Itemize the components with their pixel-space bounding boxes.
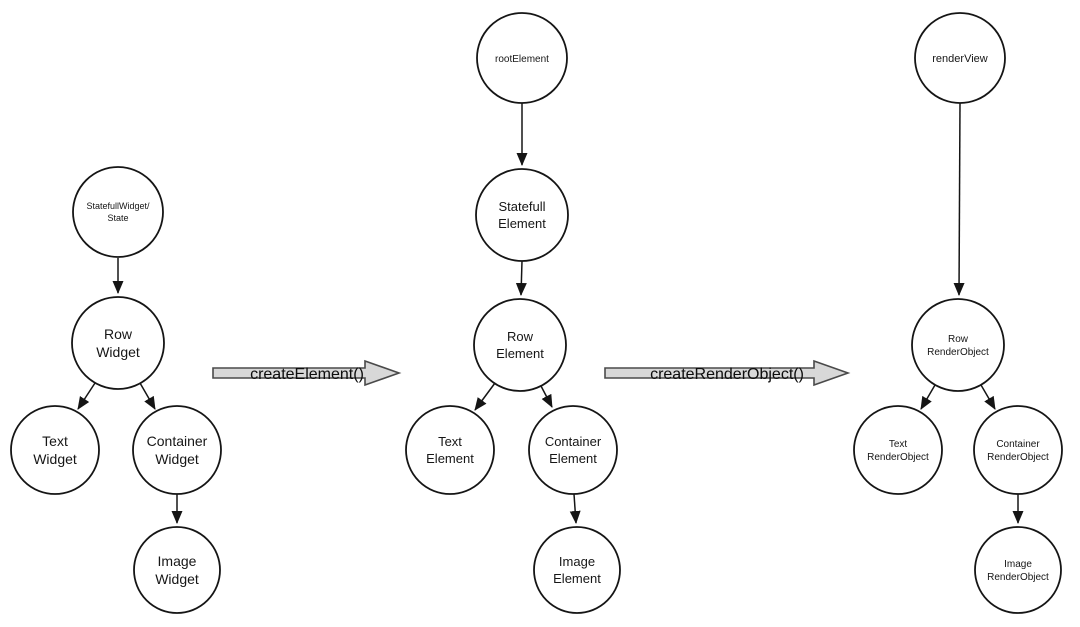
node-label-line: Element <box>549 451 597 466</box>
edge-statefull-element-to-row-element <box>515 260 527 296</box>
node-row-element: Row Element <box>473 298 567 392</box>
node-label-line: Element <box>498 216 546 231</box>
transition-label: createElement() <box>250 366 364 383</box>
edge-row-renderobject-to-container-renderobject <box>980 384 996 410</box>
node-label-line: Element <box>426 451 474 466</box>
node-circle-image-widget <box>133 526 221 614</box>
node-label-line: State <box>107 213 128 223</box>
node-label-line: RenderObject <box>987 452 1049 463</box>
node-label-line: Container <box>545 434 602 449</box>
node-label-line: Text <box>42 433 68 449</box>
widget-tree: StatefullWidget/ State Row Widget Text W… <box>10 166 222 614</box>
edge-row-widget-to-text-widget <box>77 382 96 410</box>
node-circle-row-renderobject <box>911 298 1005 392</box>
node-label-line: Element <box>496 346 544 361</box>
node-container-element: Container Element <box>528 405 618 495</box>
node-label-line: Container <box>996 439 1040 450</box>
render-object-tree: renderView Row RenderObject Text RenderO… <box>853 12 1063 614</box>
node-label-line: Row <box>948 334 969 345</box>
node-label-line: Image <box>559 554 595 569</box>
edge-container-element-to-image-element <box>569 493 581 524</box>
node-render-view: renderView <box>914 12 1006 104</box>
node-label-line: Text <box>438 434 462 449</box>
node-root-element: rootElement <box>476 12 568 104</box>
node-label-line: Widget <box>155 451 199 467</box>
node-label-line: RenderObject <box>867 452 929 463</box>
node-circle-image-element <box>533 526 621 614</box>
node-row-renderobject: Row RenderObject <box>911 298 1005 392</box>
transition-create-element: createElement() <box>212 359 402 387</box>
node-label-line: Widget <box>33 451 77 467</box>
transition-label: createRenderObject() <box>650 366 804 383</box>
node-circle-container-widget <box>132 405 222 495</box>
node-label-line: Statefull <box>499 199 546 214</box>
node-label-line: StatefullWidget/ <box>86 201 150 211</box>
node-row-widget: Row Widget <box>71 296 165 390</box>
node-image-renderobject: Image RenderObject <box>974 526 1062 614</box>
node-circle-text-element <box>405 405 495 495</box>
node-text-widget: Text Widget <box>10 405 100 495</box>
node-label-line: Image <box>158 553 197 569</box>
node-statefulwidget-state: StatefullWidget/ State <box>72 166 164 258</box>
node-label-line: Widget <box>155 571 199 587</box>
edge-row-element-to-container-element <box>540 385 553 408</box>
node-label-line: Row <box>104 326 133 342</box>
node-circle-statefulwidget-state <box>72 166 164 258</box>
node-label-line: Row <box>507 329 534 344</box>
node-label-line: Element <box>553 571 601 586</box>
node-container-renderobject: Container RenderObject <box>973 405 1063 495</box>
node-circle-image-renderobject <box>974 526 1062 614</box>
node-circle-text-widget <box>10 405 100 495</box>
node-label-line: RenderObject <box>927 347 989 358</box>
node-label-line: Text <box>889 439 908 450</box>
node-circle-container-element <box>528 405 618 495</box>
node-circle-root-element <box>476 12 568 104</box>
transition-create-render-object: createRenderObject() <box>604 359 851 387</box>
node-container-widget: Container Widget <box>132 405 222 495</box>
block-arrow-shape <box>212 359 402 387</box>
edge-render-view-to-row-renderobject <box>953 102 965 296</box>
node-label-line: RenderObject <box>987 572 1049 583</box>
node-statefull-element: Statefull Element <box>475 168 569 262</box>
node-label-line: rootElement <box>495 54 549 65</box>
edge-row-renderobject-to-text-renderobject <box>920 384 936 410</box>
node-circle-text-renderobject <box>853 405 943 495</box>
node-circle-row-element <box>473 298 567 392</box>
edge-row-element-to-text-element <box>474 382 496 411</box>
node-label-line: Container <box>147 433 208 449</box>
node-text-element: Text Element <box>405 405 495 495</box>
node-circle-render-view <box>914 12 1006 104</box>
node-image-element: Image Element <box>533 526 621 614</box>
edge-row-widget-to-container-widget <box>139 382 156 410</box>
node-circle-row-widget <box>71 296 165 390</box>
node-circle-container-renderobject <box>973 405 1063 495</box>
node-label-line: renderView <box>932 53 987 65</box>
node-label-line: Widget <box>96 344 140 360</box>
element-tree: rootElement Statefull Element Row Elemen… <box>405 12 621 614</box>
node-label-line: Image <box>1004 559 1032 570</box>
node-circle-statefull-element <box>475 168 569 262</box>
node-text-renderobject: Text RenderObject <box>853 405 943 495</box>
block-arrow-shape <box>604 359 851 387</box>
node-image-widget: Image Widget <box>133 526 221 614</box>
